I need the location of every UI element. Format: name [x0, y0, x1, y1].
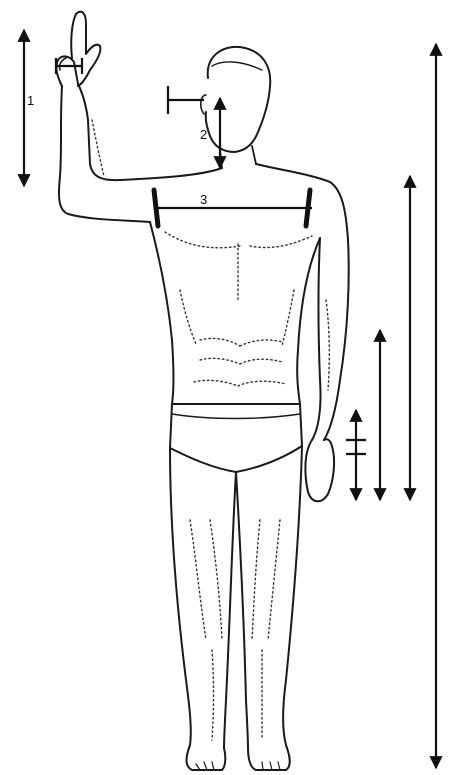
hand-length-arrow: [346, 410, 366, 500]
measurement-1-label: 1: [27, 93, 34, 108]
human-body-outline: [56, 12, 348, 770]
muscle-shading: [92, 120, 329, 740]
measurement-3-arrow: [154, 190, 312, 226]
measurement-2-label: 2: [200, 127, 207, 142]
finger-caliper: [56, 58, 82, 74]
measurement-3-label: 3: [200, 192, 207, 207]
measurement-2-arrow: [168, 86, 220, 168]
